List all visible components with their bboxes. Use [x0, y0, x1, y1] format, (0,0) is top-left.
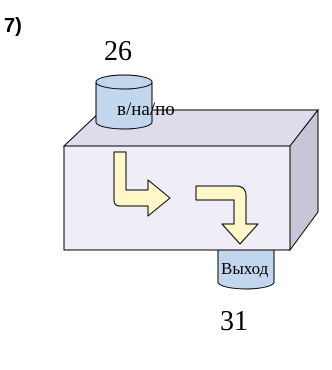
output-value: 31 — [220, 306, 248, 337]
bent-arrow-icon — [195, 185, 259, 245]
output-cylinder — [217, 249, 275, 290]
problem-number: 7) — [4, 15, 22, 37]
output-label: Выход — [221, 259, 269, 278]
input-value: 26 — [104, 36, 132, 67]
input-cylinder — [95, 74, 153, 130]
process-box-front — [63, 145, 291, 251]
bent-arrow-icon — [113, 151, 171, 217]
input-label: в/на/по — [117, 99, 175, 120]
